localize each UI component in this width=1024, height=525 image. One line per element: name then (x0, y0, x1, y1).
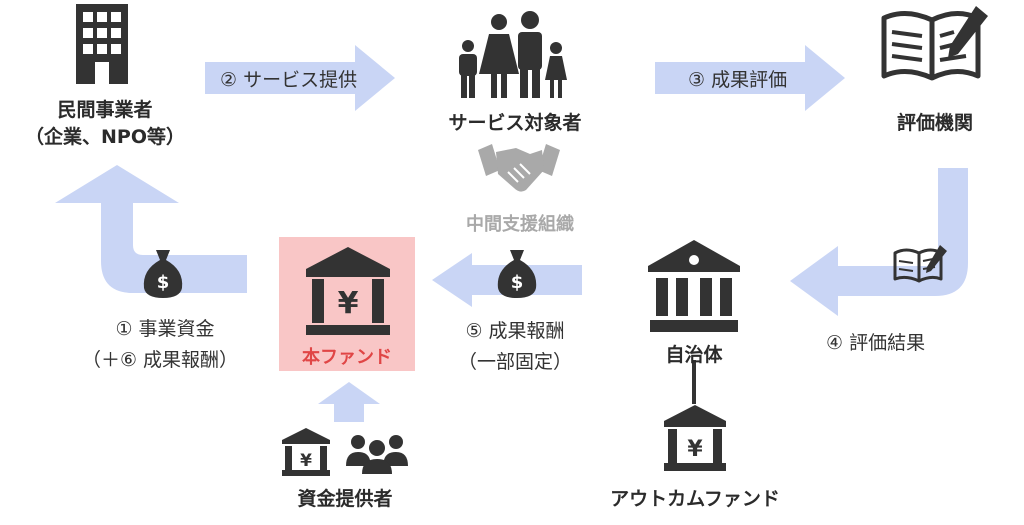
people-group-icon (346, 435, 408, 474)
service-target-label: サービス対象者 (448, 112, 582, 134)
business-funds-label: ① 事業資金 （＋⑥ 成果報酬） (81, 318, 239, 371)
evaluation-result-label: ④ 評価結果 (826, 332, 926, 354)
handshake-icon (478, 144, 560, 192)
svg-text:¥: ¥ (687, 437, 703, 462)
evaluation-body-label: 評価機関 (896, 112, 973, 134)
money-bag-icon: $ (143, 250, 183, 298)
arrow-service-provision (205, 45, 395, 111)
open-book-pen-icon (893, 245, 947, 283)
service-provision-label: ② サービス提供 (220, 69, 358, 91)
arrow-business-funds (55, 165, 247, 293)
funders-label: 資金提供者 (297, 488, 393, 510)
bank-yen-icon: ¥ (306, 247, 390, 335)
money-bag-icon: $ (497, 250, 537, 298)
svg-text:$: $ (511, 272, 524, 293)
connector-line (692, 360, 696, 404)
outcome-evaluation-label: ③ 成果評価 (688, 69, 788, 91)
building-icon (76, 4, 128, 84)
outcome-payment-label: ⑤ 成果報酬 （一部固定） (457, 320, 572, 373)
intermediary-label: 中間支援組織 (466, 214, 574, 235)
main-fund-label: 本ファンド (302, 347, 392, 368)
svg-text:¥: ¥ (338, 286, 359, 321)
outcome-fund-label: アウトカムファンド (610, 488, 780, 510)
arrow-funders-to-fund (318, 382, 380, 422)
bank-icon (648, 240, 740, 332)
svg-text:¥: ¥ (300, 451, 312, 471)
bank-yen-icon: ¥ (282, 428, 330, 476)
arrow-outcome-evaluation (655, 45, 845, 111)
family-icon (459, 11, 567, 98)
municipality-label: 自治体 (665, 344, 723, 366)
arrow-evaluation-result (790, 168, 968, 316)
open-book-pen-icon (881, 6, 988, 81)
private-business-label: 民間事業者 （企業、NPO等） (25, 99, 185, 148)
svg-text:$: $ (157, 272, 170, 293)
bank-yen-icon: ¥ (664, 405, 726, 471)
